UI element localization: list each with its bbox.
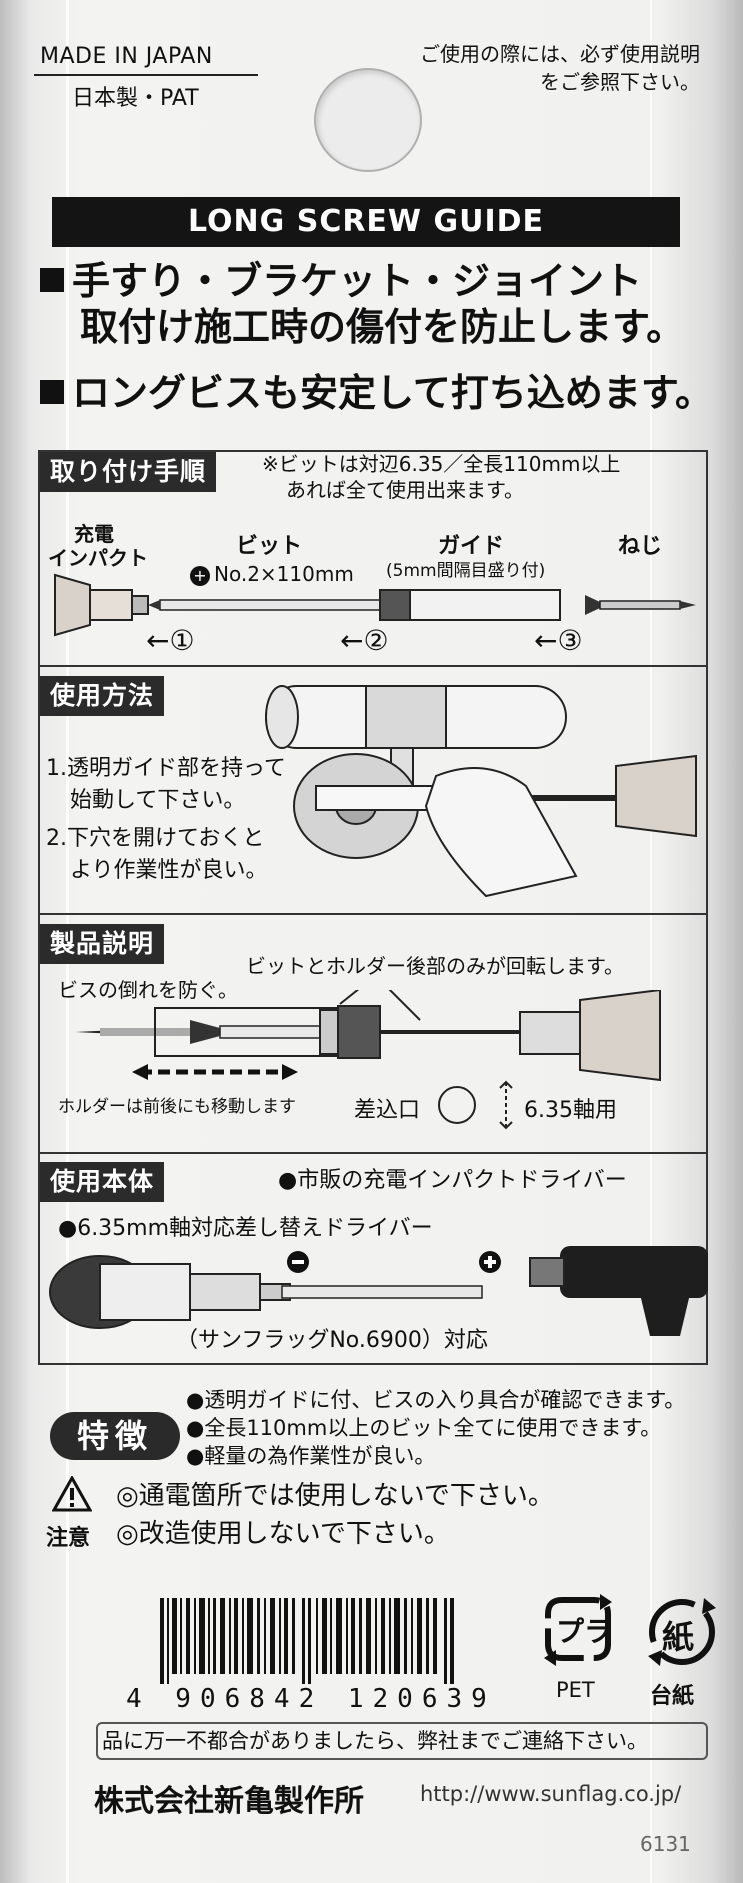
barcode [160, 1598, 454, 1684]
plastic-reflection [650, 0, 652, 1883]
guide-spec: (5mm間隔目盛り付) [386, 561, 546, 581]
feature-line: ロングビスも安定して打ち込めます。 [40, 370, 713, 416]
tab-product: 製品説明 [40, 924, 165, 964]
bit-note: ※ビットは対辺6.35／全長110mm以上 [262, 452, 621, 476]
barcode-number: 4 906842 120639 [126, 1684, 496, 1714]
axis-label: 6.35軸用 [524, 1098, 617, 1123]
company-url: http://www.sunflag.co.jp/ [420, 1782, 682, 1806]
impact-label: インパクト [48, 546, 148, 570]
daishi-label: 台紙 [650, 1684, 695, 1709]
caution-item: ◎改造使用しないで下さい。 [116, 1519, 450, 1549]
square-bullet-icon [40, 380, 64, 404]
feature-line: 取付け施工時の傷付を防止します。 [80, 305, 685, 349]
tokucho-badge: 特徴 [50, 1412, 180, 1460]
tokucho-item: ●全長110mm以上のビット全てに使用できます。 [186, 1416, 662, 1440]
screw-label: ねじ [618, 534, 663, 559]
tokucho-item: ●軽量の為作業性が良い。 [186, 1444, 436, 1468]
phone-fragment: 6131 [640, 1832, 691, 1856]
tools-illustration [49, 1246, 708, 1336]
tab-body-tools: 使用本体 [40, 1162, 165, 1202]
usage-step: 2.下穴を開けておくと [46, 826, 265, 851]
bit-note: あれば全て使用出来ます。 [286, 478, 524, 502]
usage-step: より作業性が良い。 [70, 858, 268, 883]
step-1-marker: ←① [146, 624, 195, 657]
step-2-marker: ←② [340, 624, 389, 657]
company-name: 株式会社新亀製作所 [94, 1784, 364, 1819]
sunflag-compat: （サンフラッグNo.6900）対応 [176, 1328, 488, 1353]
tab-install-steps: 取り付け手順 [40, 452, 217, 492]
usage-notice: ご使用の際には、必ず使用説明 をご参照下さい。 [420, 42, 700, 94]
tab-usage: 使用方法 [40, 676, 165, 716]
pet-label: PET [556, 1678, 595, 1702]
pla-recycle-icon [544, 1594, 612, 1666]
product-banner: LONG SCREW GUIDE [52, 197, 680, 247]
warning-icon [52, 1476, 92, 1512]
panel-divider [38, 913, 708, 915]
feature-line: 手すり・ブラケット・ジョイント [40, 258, 642, 304]
socket-label: 差込口 [354, 1098, 421, 1123]
panel-divider [38, 1152, 708, 1154]
kami-mark: 紙 [662, 1618, 695, 1656]
bit-label: ビット [236, 534, 303, 559]
caution-label: 注意 [46, 1526, 91, 1551]
made-in-label: MADE IN JAPAN [40, 44, 213, 69]
usage-step: 1.透明ガイド部を持って [46, 756, 286, 781]
rotate-note: ビットとホルダー後部のみが回転します。 [246, 954, 624, 978]
pla-mark: プラ [556, 1615, 613, 1648]
hang-hole [314, 68, 422, 172]
caution-item: ◎通電箇所では使用しないで下さい。 [116, 1481, 554, 1511]
guide-label: ガイド [438, 534, 505, 559]
product-illustration [75, 990, 661, 1082]
socket-circle-icon [438, 1086, 476, 1124]
steps-illustration [54, 573, 696, 637]
usage-illustration [265, 685, 697, 898]
paper-recycle-icon [648, 1598, 716, 1666]
impact-driver-label: ●市販の充電インパクトドライバー [278, 1168, 627, 1193]
step-3-marker: ←③ [534, 624, 583, 657]
instruction-panel [38, 450, 708, 1365]
tokucho-item: ●透明ガイドに付、ビスの入り具合が確認できます。 [186, 1388, 686, 1412]
made-in-underline [34, 74, 258, 76]
holder-note: ホルダーは前後にも移動します [58, 1097, 296, 1117]
bit-spec: +No.2×110mm [190, 562, 354, 586]
made-in-jp-label: 日本製・PAT [72, 86, 199, 111]
impact-label: 充電 [74, 522, 114, 546]
plus-icon: + [190, 566, 210, 586]
square-bullet-icon [40, 268, 64, 292]
panel-divider [38, 665, 708, 667]
driver-label: ●6.35mm軸対応差し替えドライバー [58, 1216, 433, 1241]
usage-step: 始動して下さい。 [70, 788, 246, 813]
contact-notice: 品に万一不都合がありましたら、弊社までご連絡下さい。 [96, 1722, 708, 1760]
tilt-note: ビスの倒れを防ぐ。 [58, 978, 238, 1002]
dimension-arrow-icon [499, 1080, 513, 1130]
